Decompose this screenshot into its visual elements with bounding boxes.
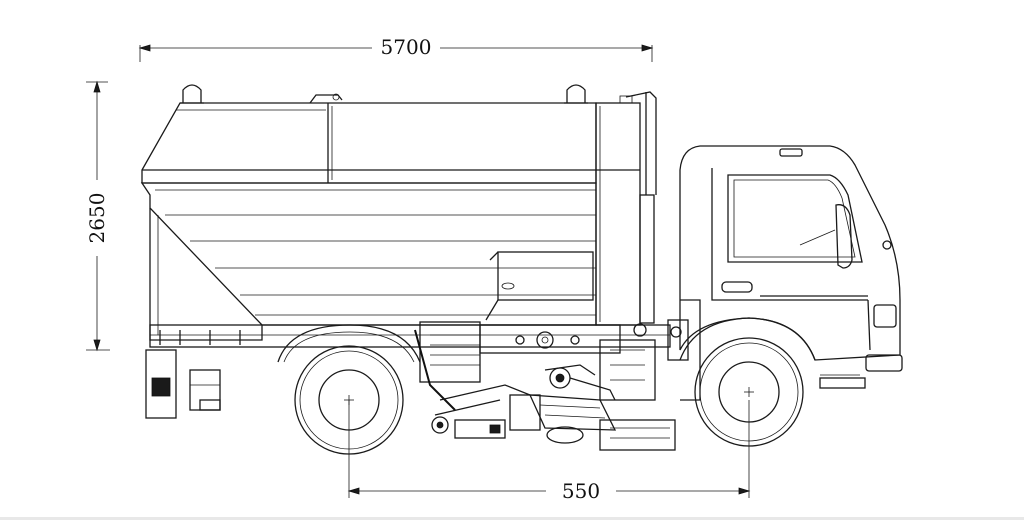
height-dimension: 2650 [85,80,110,352]
truck-cab [667,145,903,401]
front-column [595,91,657,326]
height-label: 2650 [85,193,109,244]
brush-assembly [414,329,676,451]
bottom-border [0,517,1024,520]
wheelbase-label: 550 [562,479,600,503]
length-dimension: 5700 [138,35,654,62]
rear-wheel [294,345,404,455]
wheelbase-dimension: 550 [347,400,751,503]
chassis-frame [145,321,671,419]
hopper-body [140,84,597,341]
length-label: 5700 [381,35,432,59]
